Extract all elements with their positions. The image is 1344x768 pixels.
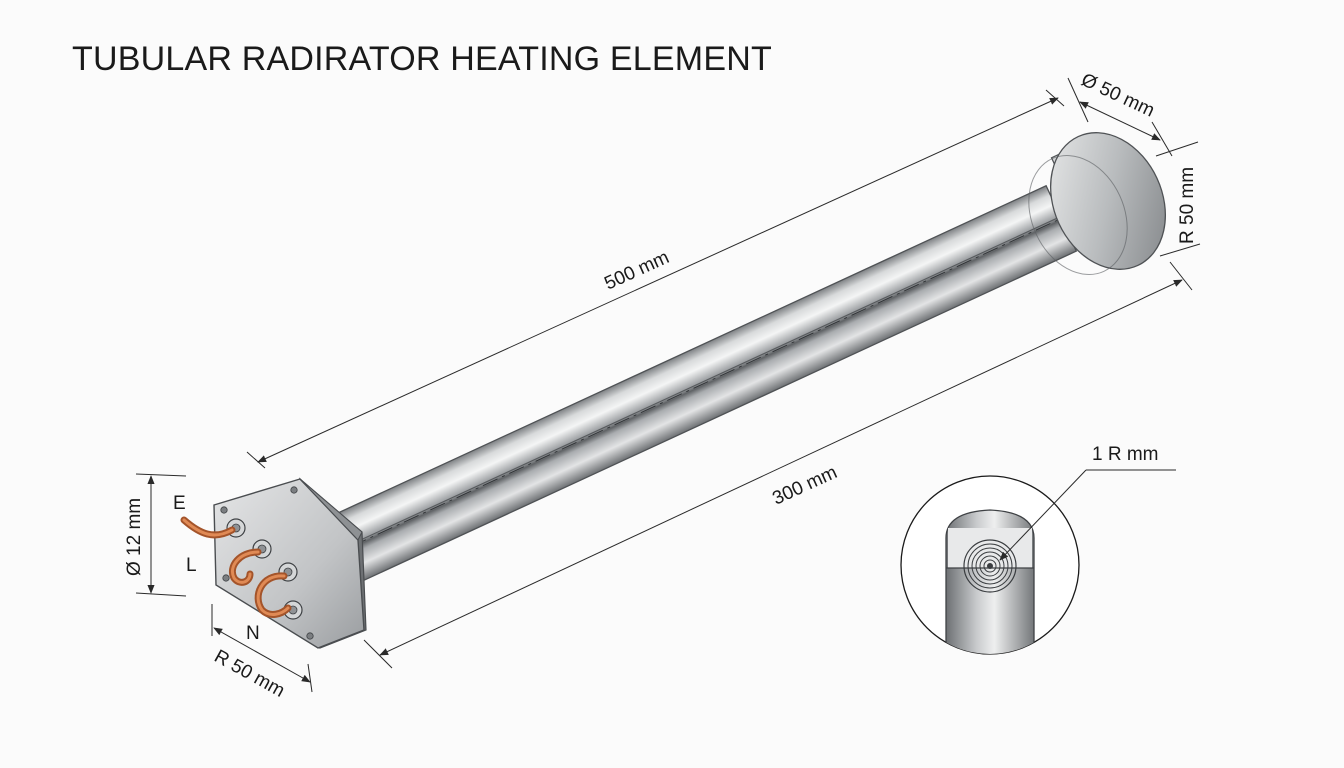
detail-coil <box>963 539 1017 593</box>
end-cap-radius-label: R 50 mm <box>1177 167 1198 244</box>
terminal-flange <box>180 477 367 649</box>
dimension-end-cap-radius: R 50 mm <box>1155 141 1201 257</box>
drawing-title: TUBULAR RADIRATOR HEATING ELEMENT <box>72 40 772 78</box>
tube-centerline <box>298 197 1107 572</box>
dimension-terminal-diameter: Ø 12 mm <box>124 473 187 597</box>
detail-callout-label: 1 R mm <box>1092 444 1159 465</box>
flange-radius-label: R 50 mm <box>211 646 289 702</box>
end-cap-diameter-label: Ø 50 mm <box>1078 69 1158 121</box>
terminal-label-neutral: N <box>246 623 260 644</box>
terminal-label-earth: E <box>173 493 186 514</box>
terminal-label-live: L <box>186 555 197 576</box>
overall-length-label: 500 mm <box>601 247 672 295</box>
end-cap <box>1028 132 1167 275</box>
tube-length-label: 300 mm <box>769 462 840 510</box>
detail-view: 1 R mm <box>900 444 1176 655</box>
terminal-diameter-label: Ø 12 mm <box>124 498 145 576</box>
